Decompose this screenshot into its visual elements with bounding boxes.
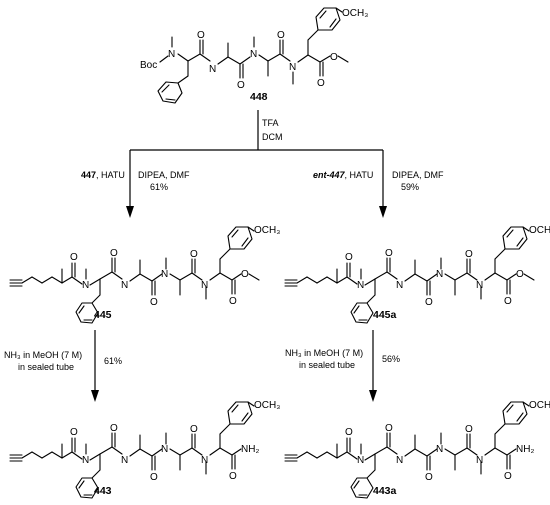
nh2-label: NH₂ <box>241 444 259 455</box>
reagent-dcm: DCM <box>262 132 283 142</box>
compound-443-label: 443 <box>94 485 112 497</box>
left-yield: 61% <box>150 182 168 192</box>
n-atom: N <box>201 455 208 466</box>
boc-label: Boc <box>140 60 157 71</box>
o-atom: O <box>345 427 353 438</box>
o-atom: O <box>229 471 237 482</box>
o-atom: O <box>516 269 524 280</box>
o-atom: O <box>425 297 433 308</box>
o-atom: O <box>465 249 473 260</box>
compound-443-structure: O N N O O N O N O NH₂ OCH₃ <box>9 400 280 499</box>
reagent-tfa: TFA <box>262 118 279 128</box>
n-atom: N <box>357 280 364 291</box>
right-coupling-agent: , HATU <box>345 170 374 180</box>
compound-448-label: 448 <box>250 91 268 103</box>
o-atom-4: O <box>317 78 325 89</box>
amidation-arrows <box>91 330 377 402</box>
ome-label: OCH₃ <box>254 225 280 236</box>
left-conditions: DIPEA, DMF <box>138 170 190 180</box>
right-coupling-reagents: ent-447, HATU <box>313 170 373 180</box>
o-atom: O <box>504 296 512 307</box>
o-atom-5: O <box>330 52 338 63</box>
n-atom-3: N <box>289 62 296 73</box>
n-atom: N <box>436 269 443 280</box>
o-atom: O <box>465 424 473 435</box>
right-yield: 59% <box>401 182 419 192</box>
compound-443a-structure: O N N O O N O N O NH₂ OCH₃ <box>284 400 550 499</box>
n-atom: N <box>201 280 208 291</box>
right-amidation-note: in sealed tube <box>299 360 355 370</box>
left-amidation-reagent: NH₃ in MeOH (7 M) <box>4 350 82 360</box>
n-atom: N <box>357 455 364 466</box>
o-atom: O <box>150 297 158 308</box>
o-atom: O <box>345 252 353 263</box>
n-atom: N <box>168 49 175 60</box>
left-coupling-agent: , HATU <box>96 170 125 180</box>
nh-atom: N <box>121 455 128 466</box>
n-atom: N <box>82 455 89 466</box>
o-atom: O <box>70 252 78 263</box>
o-atom: O <box>229 296 237 307</box>
compound-448-structure: Boc N O N O N O N <box>140 7 368 104</box>
n-atom: N <box>82 280 89 291</box>
right-amidation-reagent: NH₃ in MeOH (7 M) <box>285 348 363 358</box>
compound-445-label: 445 <box>94 309 112 321</box>
o-atom: O <box>110 423 118 434</box>
n-atom: N <box>436 444 443 455</box>
o-atom: O <box>70 427 78 438</box>
right-amidation-yield: 56% <box>382 354 400 364</box>
o-atom: O <box>110 248 118 259</box>
ome-label: OCH₃ <box>529 225 550 236</box>
n-atom: N <box>161 444 168 455</box>
right-coupling-partner: ent-447 <box>313 170 346 180</box>
nh-atom: N <box>396 280 403 291</box>
n-atom: N <box>476 280 483 291</box>
o-atom: O <box>385 423 393 434</box>
ome-label: OCH₃ <box>529 400 550 411</box>
right-conditions: DIPEA, DMF <box>392 170 444 180</box>
o-atom: O <box>197 30 205 41</box>
o-atom: O <box>190 249 198 260</box>
n-atom-2: N <box>250 49 257 60</box>
n-atom: N <box>161 269 168 280</box>
o-atom: O <box>385 248 393 259</box>
o-atom-2: O <box>237 80 245 91</box>
deprotection-arrow <box>126 110 387 218</box>
nh2-label: NH₂ <box>516 444 534 455</box>
ome-label: OCH₃ <box>342 8 368 19</box>
nh-atom: N <box>209 64 216 75</box>
nh-atom: N <box>396 455 403 466</box>
left-coupling-partner: 447 <box>81 170 96 180</box>
compound-445-structure: O N N O O N O N O O OCH₃ <box>9 225 280 324</box>
compound-445a-structure: O N N O O N O N O O OCH₃ <box>284 225 550 324</box>
nh-atom: N <box>121 280 128 291</box>
left-coupling-reagents: 447, HATU <box>81 170 125 180</box>
o-atom: O <box>504 471 512 482</box>
compound-445a-label: 445a <box>373 309 397 321</box>
compound-443a-label: 443a <box>373 485 397 497</box>
o-atom: O <box>241 269 249 280</box>
o-atom: O <box>190 424 198 435</box>
left-amidation-yield: 61% <box>104 356 122 366</box>
ome-label: OCH₃ <box>254 400 280 411</box>
left-amidation-note: in sealed tube <box>18 362 74 372</box>
o-atom-3: O <box>277 30 285 41</box>
o-atom: O <box>150 472 158 483</box>
o-atom: O <box>425 472 433 483</box>
n-atom: N <box>476 455 483 466</box>
